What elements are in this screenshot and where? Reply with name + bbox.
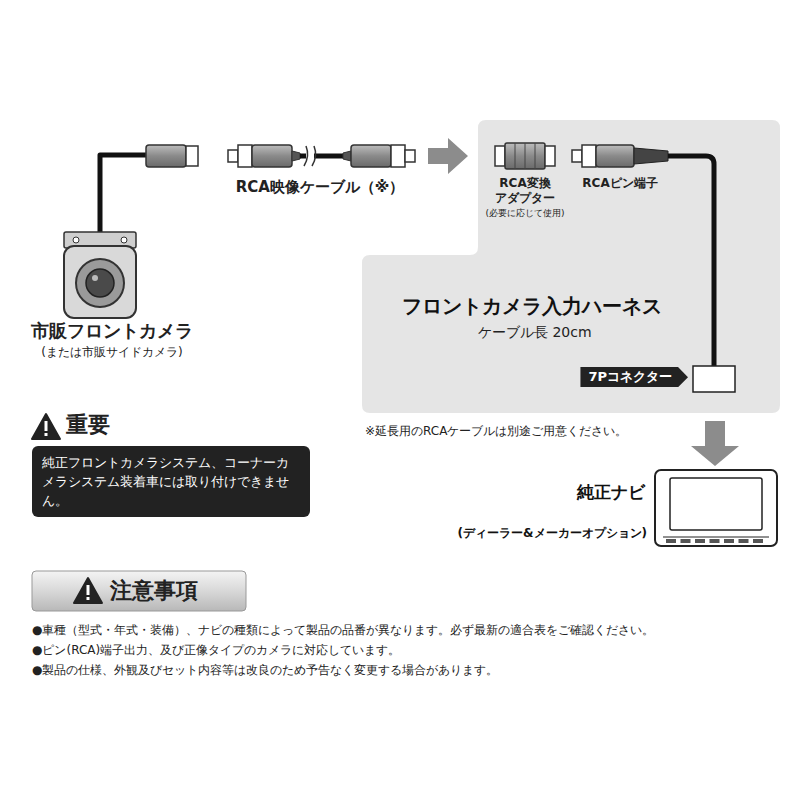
important-body: 純正フロントカメラシステム、コーナーカメラシステム装着車には取り付けできません。 <box>32 446 310 517</box>
navi-node: 純正ナビ (ディーラー&メーカーオプション) <box>455 468 780 548</box>
label-text: RCA変換 アダプター <box>492 176 558 206</box>
navi-title: 純正ナビ <box>577 482 645 503</box>
important-heading: 重要 <box>66 410 344 440</box>
flow-arrow <box>428 138 468 174</box>
navi-button <box>724 539 734 543</box>
navi-button <box>753 539 763 543</box>
navi-button <box>695 539 705 543</box>
camera-plug <box>146 145 198 167</box>
navi-button <box>739 539 749 543</box>
harness-panel <box>362 120 780 413</box>
label-text: ●車種（型式・年式・装備）、ナビの種類によって製品の品番が異なります。必ず最新の… <box>32 623 654 638</box>
harness-panel: 7Pコネクター フロントカメラ入力ハーネスケーブル長 20cm <box>362 120 780 413</box>
label-text: RCAピン端子 <box>582 176 657 191</box>
front-camera <box>64 232 136 318</box>
caution-banner <box>32 571 246 611</box>
panel-title: フロントカメラ入力ハーネス <box>402 294 662 319</box>
cable-length: ケーブル長 20cm <box>478 324 592 342</box>
arrow-shape <box>691 421 739 466</box>
label-text: 市販フロントカメラ <box>31 320 193 343</box>
rca-adapter <box>495 143 555 169</box>
label-text: RCA映像ケーブル（※） <box>236 178 405 197</box>
label-text: ●ピン(RCA)端子出力、及び正像タイプのカメラに対応しています。 <box>32 643 400 658</box>
connector-7p <box>693 366 735 392</box>
label-text: ●製品の仕様、外観及びセット内容等は改良のため予告なく変更する場合があります。 <box>32 663 498 678</box>
warning-icon <box>32 414 60 439</box>
connector-label: 7Pコネクター <box>580 367 688 387</box>
navi-unit <box>655 470 777 546</box>
camera-cable <box>100 155 148 236</box>
label-text: (必要に応じて使用) <box>485 208 564 219</box>
navi-button <box>681 539 691 543</box>
caution-heading: 注意事項 <box>110 577 198 605</box>
label-text: ※延長用のRCAケーブルは別途ご用意ください。 <box>365 424 627 439</box>
rca-cable <box>228 145 415 167</box>
caution-banner: 注意事項 <box>32 571 246 611</box>
navi-button <box>666 539 676 543</box>
flow-arrow <box>691 421 739 466</box>
navi-subtitle: (ディーラー&メーカーオプション) <box>458 526 647 541</box>
warning-icon <box>74 578 102 603</box>
connector-tag: 7Pコネクター <box>580 367 688 387</box>
rca-pin-terminal <box>572 145 714 366</box>
important-box: 重要純正フロントカメラシステム、コーナーカメラシステム装着車には取り付けできませ… <box>32 410 310 517</box>
label-text: (または市販サイドカメラ) <box>41 345 182 360</box>
navi-button <box>710 539 720 543</box>
